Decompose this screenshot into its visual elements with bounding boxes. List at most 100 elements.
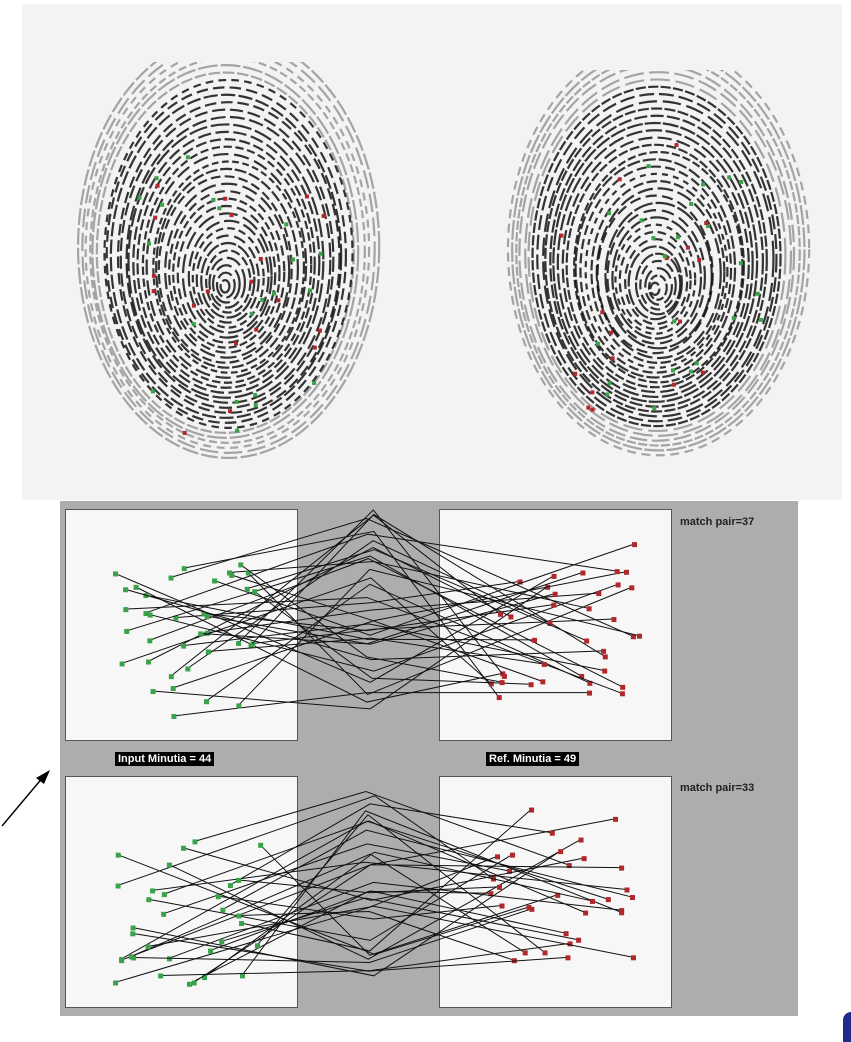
minutia-marker — [662, 254, 667, 259]
minutia-point — [587, 680, 593, 686]
minutia-point — [187, 981, 193, 987]
minutia-point — [499, 903, 505, 909]
minutia-point — [173, 615, 179, 621]
minutia-marker — [697, 258, 702, 263]
minutia-marker — [610, 356, 615, 361]
match-line — [207, 637, 544, 665]
minutia-point — [601, 648, 607, 654]
minutia-point — [168, 575, 174, 581]
match-line — [148, 854, 513, 941]
minutia-point — [215, 894, 221, 900]
match-line — [241, 810, 622, 976]
match-line — [193, 864, 622, 983]
minutia-marker — [185, 155, 190, 160]
minutia-point — [198, 631, 204, 637]
top-match-pair-label: match pair=37 — [680, 516, 755, 528]
match-line — [259, 844, 558, 956]
minutia-marker — [151, 289, 156, 294]
minutia-point — [147, 612, 153, 618]
minutia-marker — [253, 403, 258, 408]
match-line — [147, 546, 511, 662]
minutia-point — [167, 956, 173, 962]
minutia-marker — [758, 317, 763, 322]
minutia-marker — [137, 195, 142, 200]
minutia-marker — [284, 222, 289, 227]
match-line — [126, 555, 582, 677]
minutia-point — [113, 571, 119, 577]
match-line — [213, 543, 635, 636]
minutia-point — [619, 908, 625, 914]
match-line — [229, 803, 552, 886]
match-line — [152, 586, 548, 710]
minutia-point — [115, 852, 121, 858]
minutia-point — [566, 863, 572, 869]
minutia-marker — [217, 206, 222, 211]
minutia-point — [630, 634, 636, 640]
match-line — [238, 910, 515, 961]
minutia-point — [614, 569, 620, 575]
minutia-marker — [646, 164, 651, 169]
minutia-point — [551, 573, 557, 579]
minutia-point — [181, 845, 187, 851]
match-line — [187, 540, 550, 669]
minutia-point — [166, 862, 172, 868]
minutia-point — [596, 591, 602, 597]
minutia-point — [526, 905, 532, 911]
minutia-marker — [234, 399, 239, 404]
minutia-marker — [694, 361, 699, 366]
minutia-point — [158, 973, 164, 979]
minutia-point — [576, 937, 582, 943]
minutia-point — [145, 944, 151, 950]
minutia-marker — [701, 182, 706, 187]
match-line — [132, 932, 568, 972]
match-line — [149, 558, 623, 688]
minutia-marker — [272, 291, 277, 296]
minutia-point — [495, 854, 501, 860]
minutia-point — [579, 673, 585, 679]
match-line — [203, 851, 593, 978]
minutia-point — [584, 638, 590, 644]
minutia-point — [565, 955, 571, 961]
minutia-point — [517, 579, 523, 585]
minutia-marker — [182, 430, 187, 435]
minutia-marker — [586, 405, 591, 410]
minutia-point — [191, 980, 197, 986]
minutia-point — [629, 585, 635, 591]
minutia-marker — [191, 303, 196, 308]
minutia-point — [620, 684, 626, 690]
match-line — [145, 533, 617, 614]
minutia-marker — [689, 201, 694, 206]
minutia-marker — [573, 371, 578, 376]
minutia-marker — [738, 261, 743, 266]
minutia-point — [602, 668, 608, 674]
minutia-point — [170, 686, 176, 692]
match-line — [124, 588, 604, 661]
minutia-point — [619, 865, 625, 871]
minutia-point — [130, 931, 136, 937]
minutia-point — [123, 607, 129, 613]
minutia-marker — [671, 382, 676, 387]
minutia-marker — [739, 179, 744, 184]
match-line — [132, 850, 561, 977]
minutia-marker — [308, 288, 313, 293]
minutia-point — [168, 674, 174, 680]
match-line — [114, 572, 554, 683]
minutia-point — [143, 611, 149, 617]
match-line — [205, 583, 590, 702]
minutia-marker — [607, 211, 612, 216]
minutia-point — [583, 910, 589, 916]
minutia-marker — [150, 389, 155, 394]
minutia-marker — [674, 143, 679, 148]
match-line — [135, 586, 503, 703]
minutia-point — [581, 856, 587, 862]
minutia-marker — [590, 390, 595, 395]
ridge-pattern — [506, 70, 811, 457]
minutia-point — [145, 659, 151, 665]
minutia-point — [619, 691, 625, 697]
minutia-marker — [651, 236, 656, 241]
match-line — [203, 604, 554, 632]
minutia-marker — [685, 245, 690, 250]
minutia-marker — [312, 345, 317, 350]
minutia-marker — [607, 381, 612, 386]
